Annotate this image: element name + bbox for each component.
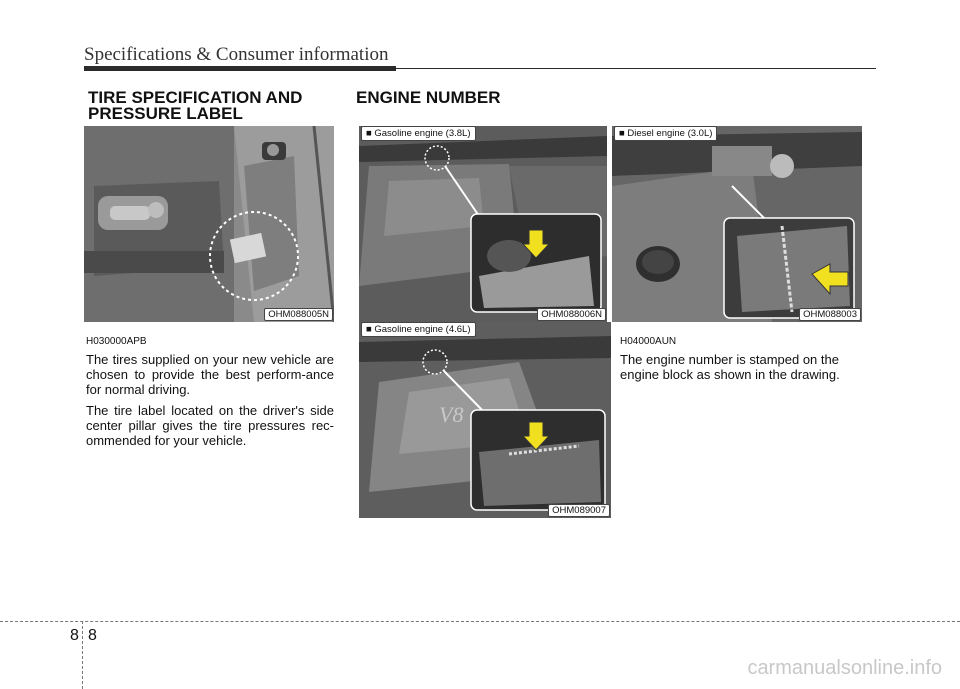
engine-4-6-photo: V8 ■ Gasoline engine (4.6L) OHM089007 [359, 322, 611, 518]
engine-3-8-caption: ■ Gasoline engine (3.8L) [361, 126, 476, 141]
svg-text:V8: V8 [439, 402, 463, 427]
engine-3-8-code: OHM088006N [537, 308, 606, 321]
tire-ref-code: H030000APB [86, 336, 147, 347]
engine-diesel-code: OHM088003 [799, 308, 861, 321]
engine-paragraph: The engine number is stamped on the engi… [620, 352, 840, 382]
tire-title-line1: TIRE SPECIFICATION AND [88, 88, 303, 107]
engine-4-6-caption: ■ Gasoline engine (4.6L) [361, 322, 476, 337]
page-number: 8 [88, 627, 97, 644]
engine-diesel-photo: ■ Diesel engine (3.0L) OHM088003 [612, 126, 862, 322]
engine-section-title: ENGINE NUMBER [356, 88, 501, 107]
tire-label-photo: OHM088005N [84, 126, 334, 322]
engine-3-8-photo: ■ Gasoline engine (3.8L) OHM088006N [359, 126, 607, 322]
tire-paragraph-1: The tires supplied on your new vehicle a… [86, 352, 334, 397]
footer-vertical-line [82, 621, 83, 689]
tire-section-title: TIRE SPECIFICATION AND PRESSURE LABEL [88, 88, 348, 123]
header-bar [84, 66, 396, 71]
page-header-title: Specifications & Consumer information [84, 44, 389, 65]
tire-title-line2: PRESSURE LABEL [88, 104, 243, 123]
tire-image-code: OHM088005N [264, 308, 333, 321]
tire-paragraph-2: The tire label located on the driver's s… [86, 403, 334, 448]
footer-dashed-line [0, 621, 960, 622]
header-rule [396, 68, 876, 69]
engine-diesel-caption: ■ Diesel engine (3.0L) [614, 126, 718, 141]
engine-4-6-code: OHM089007 [548, 504, 610, 517]
watermark: carmanualsonline.info [747, 657, 942, 679]
engine-ref-code: H04000AUN [620, 336, 677, 347]
page-number-chapter: 8 [70, 627, 79, 644]
